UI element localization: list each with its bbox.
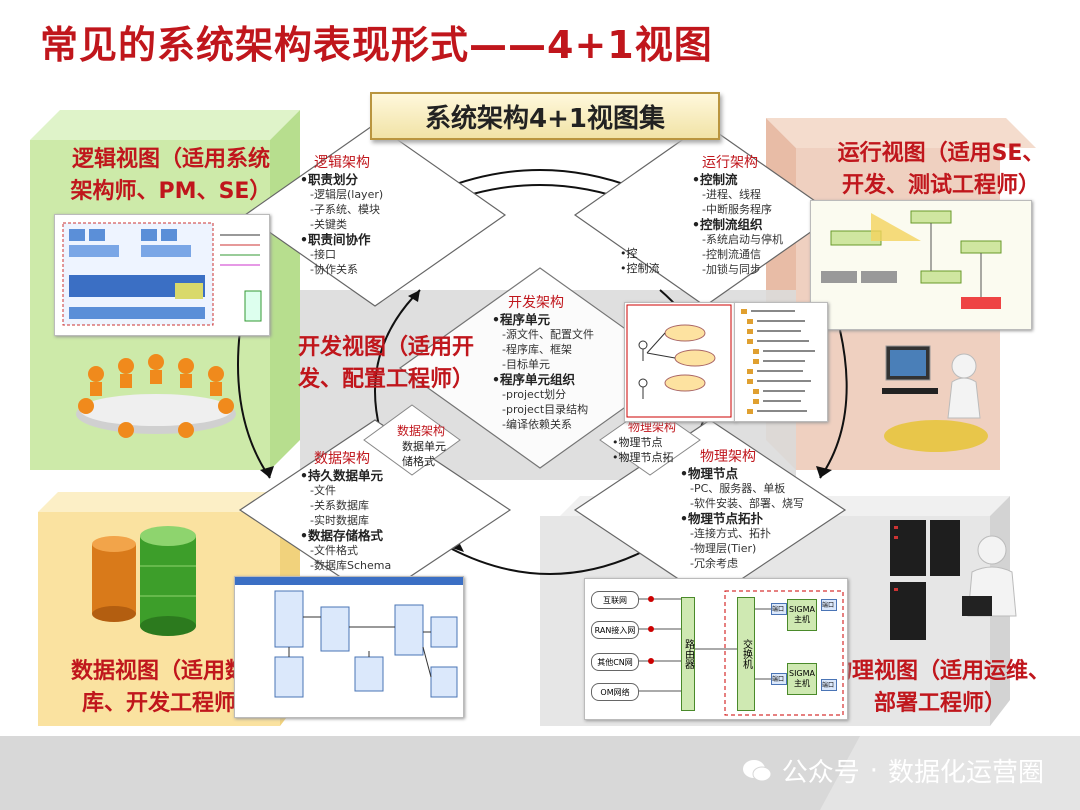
run-card-line: -中断服务程序: [702, 203, 772, 216]
run-card-line: -进程、线程: [702, 188, 761, 201]
phys-card-body: •物理节点-PC、服务器、单板 -软件安装、部署、烧写•物理节点拓扑-连接方式、拓…: [680, 466, 830, 571]
network-node: 互联网: [591, 591, 639, 609]
database-icon: [92, 526, 196, 636]
footer-account-name: 数据化运营圈: [887, 758, 1044, 788]
data-card-line: -数据库Schema: [310, 559, 392, 572]
run-card-body: •控制流-进程、线程 -中断服务程序•控制流组织-系统启动与停机 -控制流通信 -加锁…: [692, 172, 822, 277]
run-view-label: 运行视图（适用SE、开发、测试工程师）: [837, 141, 1045, 198]
ghost-run-card: •控 •控制流: [620, 247, 660, 275]
data-card-line: •数据存储格式: [300, 528, 383, 543]
ghost-phys-card: 物理架构 •物理节点 •物理节点拓: [612, 420, 676, 464]
uml-usecase-thumbnail: [624, 302, 736, 422]
arc-top: [439, 169, 641, 191]
logic-card-line: -关键类: [310, 218, 347, 231]
phys-card-line: -软件安装、部署、烧写: [690, 497, 804, 510]
phys-card-line: -物理层(Tier): [690, 542, 757, 555]
dev-card: 开发架构 •程序单元-源文件、配置文件-程序库、框架-目标单元•程序单元组织-p…: [492, 292, 622, 432]
router-box: 路由器: [681, 597, 695, 711]
switch-box: 交换机: [737, 597, 755, 711]
logic-card-line: -子系统、模块: [310, 203, 380, 216]
engineer-computer-icon: [882, 345, 988, 452]
phys-card: 物理架构 •物理节点-PC、服务器、单板 -软件安装、部署、烧写•物理节点拓扑-连…: [680, 446, 830, 571]
db-schema-thumbnail: [234, 576, 464, 718]
data-card-body: •持久数据单元-文件 -关系数据库 -实时数据库•数据存储格式-文件格式 -数据库Sc…: [300, 468, 430, 573]
data-card-title: 数据架构: [314, 451, 370, 467]
run-card-line: -控制流通信: [702, 248, 761, 261]
dev-card-title: 开发架构: [508, 295, 564, 311]
data-card: 数据架构 •持久数据单元-文件 -关系数据库 -实时数据库•数据存储格式-文件格式 -…: [300, 448, 430, 573]
dev-card-line: •程序单元组织: [492, 372, 575, 387]
run-card: 运行架构 •控制流-进程、线程 -中断服务程序•控制流组织-系统启动与停机 -控制流…: [692, 152, 822, 277]
servers-operator-icon: [890, 520, 1017, 640]
port-1: 端口: [771, 603, 787, 615]
dev-card-line: -project目录结构: [502, 403, 589, 416]
network-node: RAN接入网: [591, 621, 639, 639]
footer-separator: ·: [869, 755, 878, 786]
dev-card-line: -project划分: [502, 388, 567, 401]
data-card-line: -文件格式: [310, 544, 358, 557]
port-2: 端口: [771, 673, 787, 685]
dev-view-label: 开发视图（适用开发、配置工程师）: [298, 335, 475, 392]
footer-decoration: [820, 736, 1080, 810]
wechat-icon: [742, 758, 772, 784]
dev-card-line: -源文件、配置文件: [502, 328, 594, 341]
ghost-data-card: 数据架构 数据单元 储格式: [396, 424, 446, 468]
phys-card-line: -冗余考虑: [690, 557, 738, 570]
footer-brand: 公众号: [781, 758, 860, 788]
phys-view-label: 物理视图（适用运维、部署工程师）: [829, 659, 1050, 716]
data-card-line: -文件: [310, 484, 336, 497]
activity-diagram-thumbnail: [810, 200, 1032, 330]
phys-card-line: -PC、服务器、单板: [690, 482, 786, 495]
network-node: 其他CN网: [591, 653, 639, 671]
port-4: 端口: [821, 679, 837, 691]
logic-view-label: 逻辑视图（适用系统架构师、PM、SE）: [70, 147, 272, 204]
logic-cube-top: [30, 110, 300, 140]
view-set-banner: 系统架构4+1视图集: [370, 92, 720, 140]
data-cube-top: [38, 492, 300, 512]
sigma-host-2: SIGMA主机: [787, 663, 817, 695]
project-tree-thumbnail: [734, 302, 828, 422]
logic-card-body: •职责划分-逻辑层(layer) -子系统、模块 -关键类•职责间协作-接口 -协作关…: [300, 172, 450, 277]
dev-card-line: -目标单元: [502, 358, 550, 371]
network-topology-diagram: 互联网 RAN接入网其他CN网 OM网络 路由器 交换机 SIGMA主机 SIGMA…: [584, 578, 848, 720]
dev-card-line: -编译依赖关系: [502, 418, 572, 431]
data-card-line: •持久数据单元: [300, 468, 383, 483]
arc-right: [819, 329, 848, 479]
logic-card: 逻辑架构 •职责划分-逻辑层(layer) -子系统、模块 -关键类•职责间协作-接…: [300, 152, 450, 277]
dev-card-line: -程序库、框架: [502, 343, 572, 356]
arc-bottom: [449, 547, 651, 575]
run-card-line: -加锁与同步: [702, 263, 761, 276]
phys-card-line: -连接方式、拓扑: [690, 527, 771, 540]
data-card-line: -实时数据库: [310, 514, 369, 527]
ghost-data-diamond: [363, 404, 461, 476]
run-card-line: -系统启动与停机: [702, 233, 783, 246]
network-node: OM网络: [591, 683, 639, 701]
logic-card-title: 逻辑架构: [314, 155, 370, 171]
run-card-line: •控制流组织: [692, 217, 763, 232]
run-card-title: 运行架构: [702, 155, 758, 171]
arc-inner-left: [374, 289, 421, 431]
phys-card-line: •物理节点拓扑: [680, 511, 763, 526]
arc-left: [237, 329, 271, 479]
logic-diamond: [243, 123, 507, 307]
sigma-host-1: SIGMA主机: [787, 599, 817, 631]
logic-card-line: -协作关系: [310, 263, 358, 276]
logic-card-line: •职责划分: [300, 172, 358, 187]
port-3: 端口: [821, 599, 837, 611]
run-cube-top: [766, 118, 1036, 148]
meeting-team-icon: [76, 354, 236, 438]
run-card-line: •控制流: [692, 172, 738, 187]
dev-card-line: •程序单元: [492, 312, 550, 327]
ghost-phys-diamond: [599, 404, 701, 476]
data-card-line: -关系数据库: [310, 499, 369, 512]
footer-watermark: 公众号 · 数据化运营圈: [742, 752, 1044, 789]
phys-card-title: 物理架构: [700, 449, 756, 465]
dev-card-body: •程序单元-源文件、配置文件-程序库、框架-目标单元•程序单元组织-projec…: [492, 312, 622, 432]
logic-card-line: -逻辑层(layer): [310, 188, 384, 201]
page-title: 常见的系统架构表现形式——4+1视图: [40, 23, 713, 67]
logic-card-line: -接口: [310, 248, 336, 261]
logic-card-line: •职责间协作: [300, 232, 371, 247]
logic-diagram-thumbnail: [54, 214, 270, 336]
phys-card-line: •物理节点: [680, 466, 738, 481]
